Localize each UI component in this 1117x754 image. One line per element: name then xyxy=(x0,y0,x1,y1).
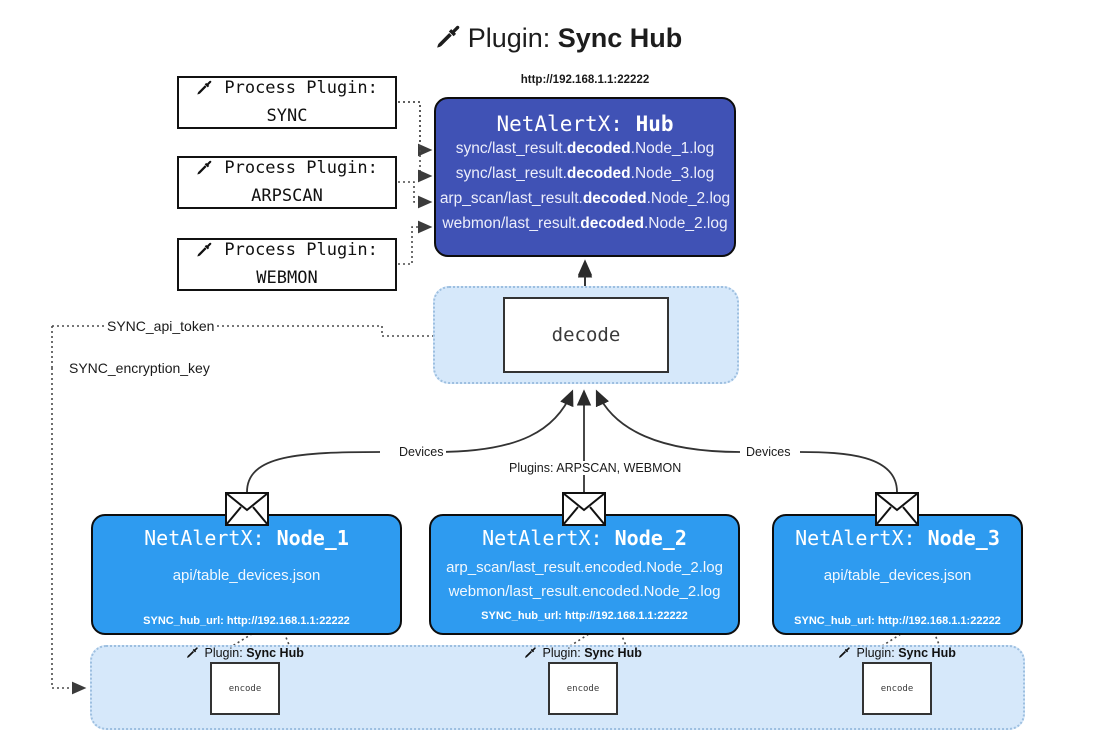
sync-api-token-label: SYNC_api_token xyxy=(104,318,218,334)
node-file-line: api/table_devices.json xyxy=(172,567,321,584)
node-file-line: arp_scan/last_result.encoded.Node_2.log xyxy=(446,559,723,576)
plug-icon xyxy=(196,242,223,263)
encode-plugin-name: Sync Hub xyxy=(898,646,956,660)
node-card-node-3[interactable]: NetAlertX: Node_3 api/table_devices.json… xyxy=(772,514,1023,635)
hub-file-row: sync/last_result.decoded.Node_1.log xyxy=(436,136,734,161)
devices-label-left: Devices xyxy=(396,445,447,459)
plug-icon xyxy=(838,647,854,662)
node-footer: SYNC_hub_url: http://192.168.1.1:22222 xyxy=(481,610,688,622)
envelope-icon[interactable] xyxy=(562,492,606,531)
envelope-icon[interactable] xyxy=(875,492,919,531)
process-plugin-label: Process Plugin: xyxy=(224,78,378,98)
encode-plugin-prefix: Plugin: xyxy=(856,646,895,660)
hub-file-pre: sync/last_result. xyxy=(455,140,567,157)
node-title: NetAlertX: Node_1 xyxy=(93,526,400,550)
node-title-prefix: NetAlertX: xyxy=(795,526,916,550)
hub-file-em: decoded xyxy=(580,215,644,232)
plug-icon xyxy=(186,647,202,662)
node-title-name: Node_1 xyxy=(276,526,349,550)
encode-box[interactable]: encode xyxy=(862,662,932,715)
devices-label-right: Devices xyxy=(743,445,794,459)
sync-encryption-key-label: SYNC_encryption_key xyxy=(66,360,213,376)
title-prefix: Plugin: xyxy=(467,23,551,53)
hub-node[interactable]: NetAlertX: Hub sync/last_result.decoded.… xyxy=(434,97,736,257)
process-plugin-label: Process Plugin: xyxy=(224,240,378,260)
page-title: Plugin: Sync Hub xyxy=(0,16,1117,63)
decode-box[interactable]: decode xyxy=(503,297,669,373)
node-title-prefix: NetAlertX: xyxy=(144,526,265,550)
hub-file-post: .Node_2.log xyxy=(643,215,728,232)
hub-file-post: .Node_2.log xyxy=(646,190,731,207)
node-title-prefix: NetAlertX: xyxy=(482,526,603,550)
hub-title-prefix: NetAlertX: xyxy=(496,112,623,136)
node-title-name: Node_3 xyxy=(927,526,1000,550)
node-title: NetAlertX: Node_2 xyxy=(431,526,738,550)
node-title-name: Node_2 xyxy=(614,526,687,550)
hub-title: NetAlertX: Hub xyxy=(436,112,734,136)
process-plugin-name: ARPSCAN xyxy=(251,186,323,206)
plug-icon xyxy=(435,19,462,63)
hub-file-pre: arp_scan/last_result. xyxy=(439,190,583,207)
process-plugin-webmon[interactable]: Process Plugin: WEBMON xyxy=(177,238,397,291)
hub-file-post: .Node_1.log xyxy=(630,140,715,157)
process-plugin-sync[interactable]: Process Plugin: SYNC xyxy=(177,76,397,129)
hub-file-em: decoded xyxy=(566,165,631,182)
process-plugin-name: SYNC xyxy=(266,106,308,126)
encode-plugin-name: Sync Hub xyxy=(584,646,642,660)
encode-plugin-label: Plugin: Sync Hub xyxy=(524,646,642,662)
plug-icon xyxy=(196,80,223,101)
node-footer: SYNC_hub_url: http://192.168.1.1:22222 xyxy=(794,615,1001,627)
encode-plugin-label: Plugin: Sync Hub xyxy=(838,646,956,662)
encode-plugin-name: Sync Hub xyxy=(246,646,304,660)
hub-file-em: decoded xyxy=(566,140,631,157)
plug-icon xyxy=(524,647,540,662)
encode-box[interactable]: encode xyxy=(548,662,618,715)
process-plugin-name: WEBMON xyxy=(256,268,318,288)
hub-file-pre: webmon/last_result. xyxy=(442,215,581,232)
process-plugin-label: Process Plugin: xyxy=(224,158,378,178)
node-card-node-2[interactable]: NetAlertX: Node_2 arp_scan/last_result.e… xyxy=(429,514,740,635)
node-card-node-1[interactable]: NetAlertX: Node_1 api/table_devices.json… xyxy=(91,514,402,635)
hub-file-pre: sync/last_result. xyxy=(455,165,567,182)
encode-plugin-label: Plugin: Sync Hub xyxy=(186,646,304,662)
process-plugin-arpscan[interactable]: Process Plugin: ARPSCAN xyxy=(177,156,397,209)
node-title: NetAlertX: Node_3 xyxy=(774,526,1021,550)
plug-icon xyxy=(196,160,223,181)
hub-file-row: arp_scan/last_result.decoded.Node_2.log xyxy=(436,186,734,211)
node-file-line: webmon/last_result.encoded.Node_2.log xyxy=(448,583,721,600)
hub-title-name: Hub xyxy=(635,112,674,136)
encode-plugin-prefix: Plugin: xyxy=(204,646,243,660)
hub-file-post: .Node_3.log xyxy=(630,165,715,182)
node-file-line: api/table_devices.json xyxy=(823,567,972,584)
encode-plugin-prefix: Plugin: xyxy=(542,646,581,660)
envelope-icon[interactable] xyxy=(225,492,269,531)
hub-file-row: sync/last_result.decoded.Node_3.log xyxy=(436,161,734,186)
hub-file-row: webmon/last_result.decoded.Node_2.log xyxy=(436,211,734,236)
hub-file-em: decoded xyxy=(582,190,647,207)
encode-box[interactable]: encode xyxy=(210,662,280,715)
node-footer: SYNC_hub_url: http://192.168.1.1:22222 xyxy=(143,615,350,627)
hub-url-label: http://192.168.1.1:22222 xyxy=(520,74,650,86)
title-name: Sync Hub xyxy=(557,23,683,53)
plugins-label-center: Plugins: ARPSCAN, WEBMON xyxy=(506,461,685,475)
